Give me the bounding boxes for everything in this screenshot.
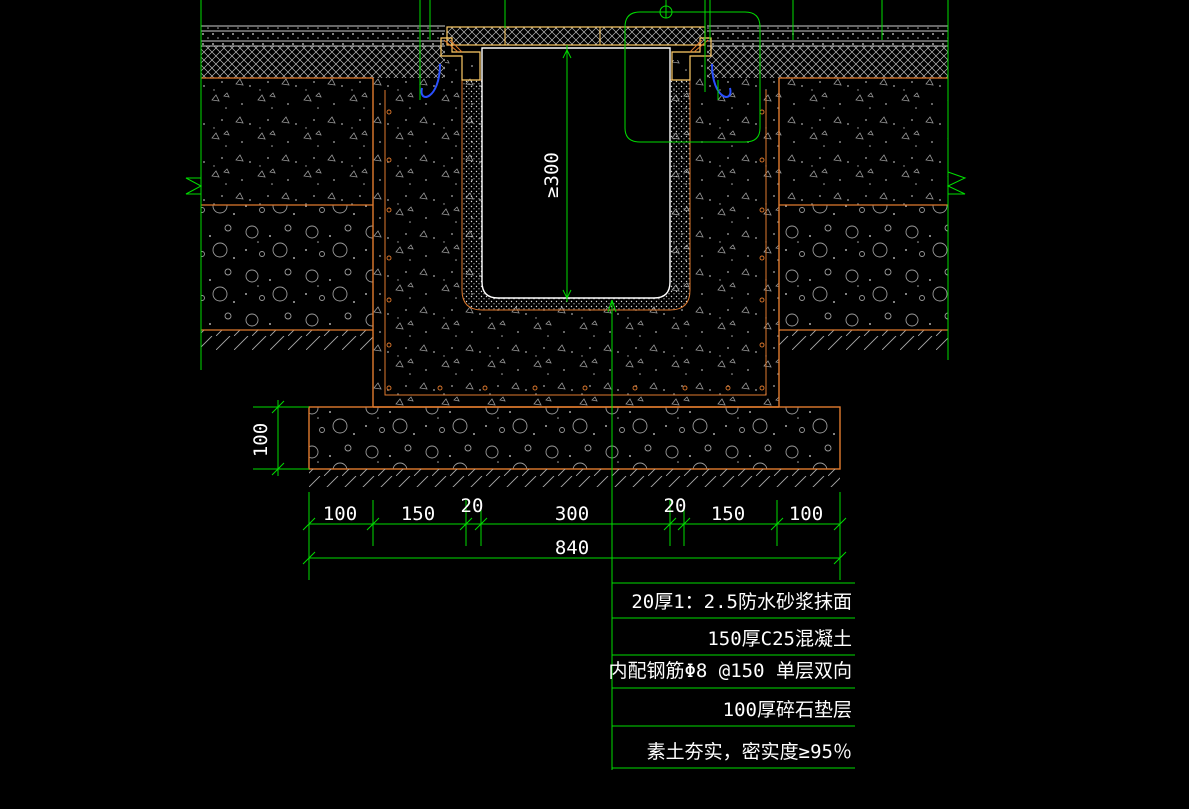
dim-segment-7: 100 (789, 503, 823, 525)
note-mortar: 20厚1：2.5防水砂浆抹面 (631, 591, 852, 613)
depth-dimension: ≥300 (541, 152, 563, 198)
note-soil: 素土夯实，密实度≥95％ (647, 741, 852, 763)
ground-layers-left (201, 25, 445, 350)
anchor-hooks (420, 63, 732, 98)
pad-thickness-dimension: 100 (250, 423, 272, 457)
dim-segment-4: 300 (555, 503, 589, 525)
note-gravel: 100厚碎石垫层 (723, 699, 852, 721)
section-lines (185, 0, 967, 770)
layer-notes: 20厚1：2.5防水砂浆抹面 150厚C25混凝土 内配钢筋Φ8 @150 单层… (608, 591, 852, 763)
dim-segment-3: 20 (461, 495, 484, 517)
dim-segment-5: 20 (664, 495, 687, 517)
note-rebar: 内配钢筋Φ8 @150 单层双向 (608, 660, 852, 682)
detail-callout (624, 0, 761, 143)
dim-segment-6: 150 (711, 503, 745, 525)
channel-body (372, 47, 780, 408)
ground-layers-right (707, 25, 948, 350)
gravel-pad (308, 406, 841, 487)
bottom-dimensions: 100 150 20 300 20 150 100 840 (323, 495, 823, 559)
dim-segment-1: 100 (323, 503, 357, 525)
note-concrete: 150厚C25混凝土 (707, 628, 852, 650)
dim-total: 840 (555, 537, 589, 559)
dim-segment-2: 150 (401, 503, 435, 525)
